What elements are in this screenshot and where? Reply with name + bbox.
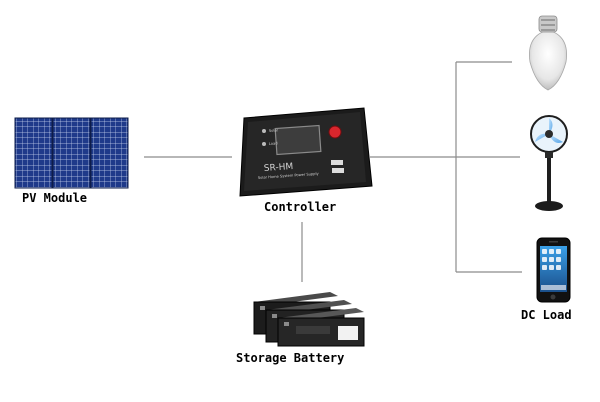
mobile-phone-icon (536, 237, 571, 303)
controller-label: Controller (264, 200, 337, 214)
light-bulb-icon (529, 15, 567, 91)
solar-panel-icon (14, 117, 129, 189)
controller-indicator-solar: Solar (269, 128, 279, 133)
usb-port-icon (331, 160, 343, 165)
dc-load-label: DC Load (521, 308, 572, 322)
power-button-icon (328, 125, 342, 139)
pv-module-label: PV Module (22, 191, 88, 205)
charge-controller-icon: SR-HM Solar Home System Power Supply Sol… (239, 107, 373, 197)
electric-fan-icon (530, 115, 568, 211)
usb-port-icon (332, 168, 344, 173)
controller-indicator-load: Load (269, 141, 278, 146)
controller-subtitle-text: Solar Home System Power Supply (258, 172, 320, 180)
battery-icon (253, 292, 365, 347)
storage-battery-label: Storage Battery (236, 351, 345, 365)
controller-model-text: SR-HM (264, 162, 294, 174)
connection-lines (144, 61, 522, 282)
